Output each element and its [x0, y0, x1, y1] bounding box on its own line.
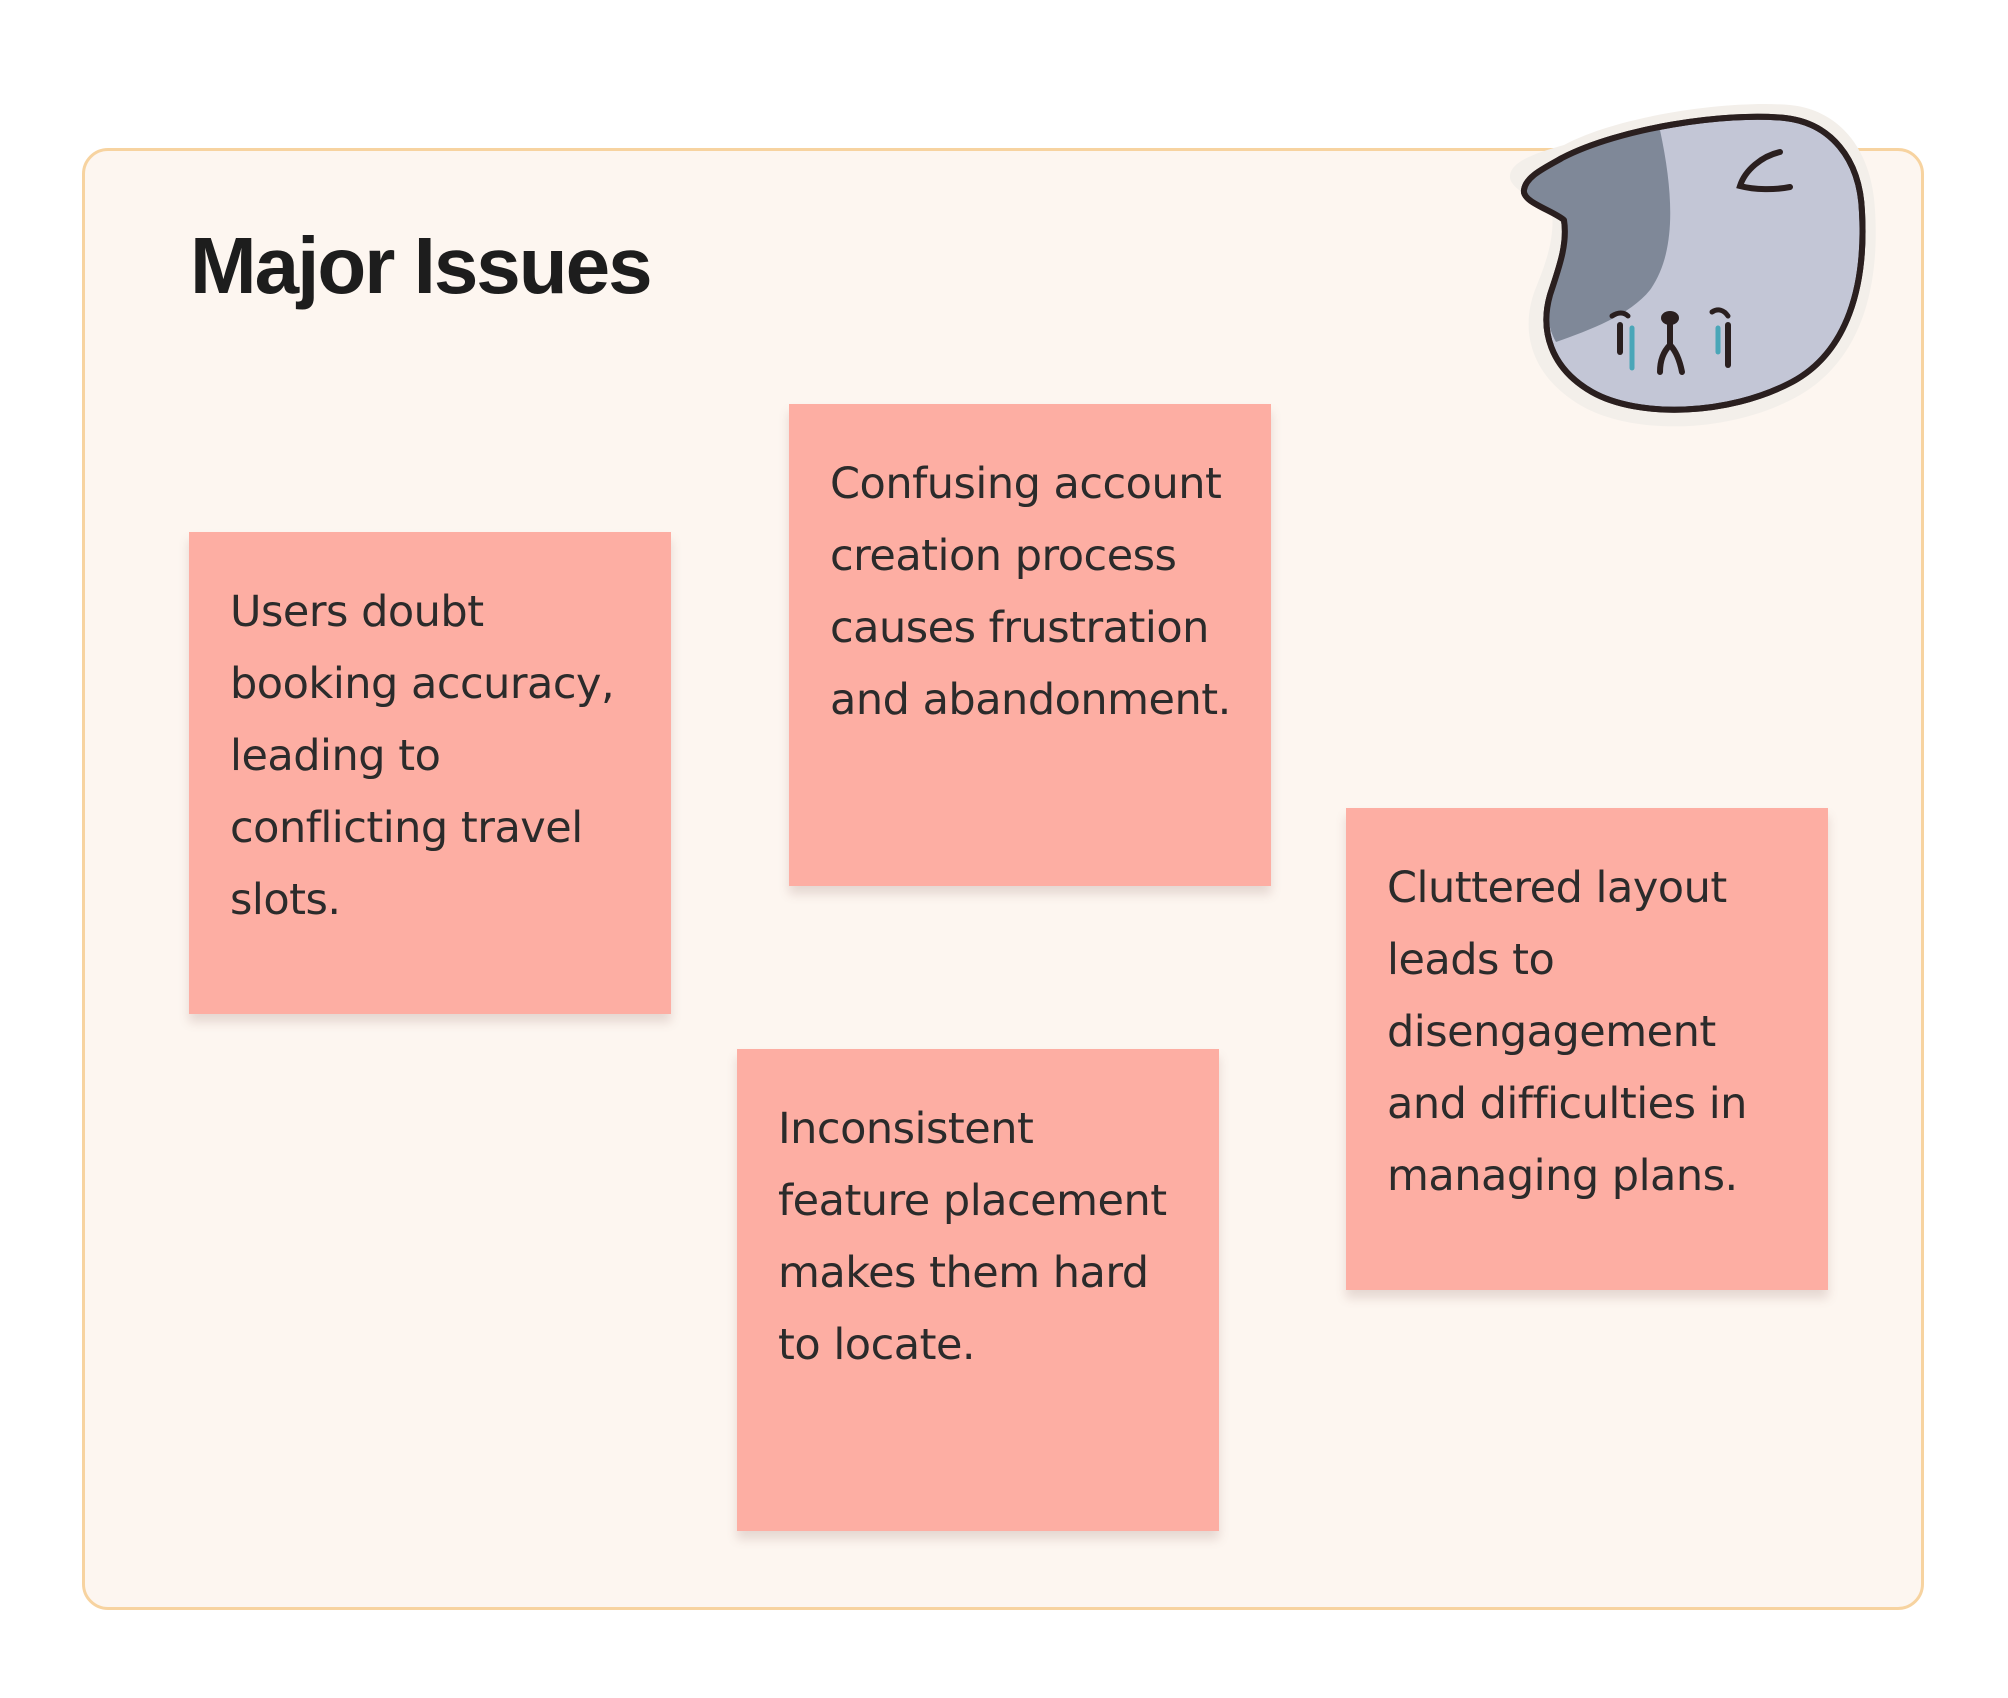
crying-blob-icon [1509, 104, 1876, 427]
sticky-note-text: Inconsistent feature placement makes the… [778, 1104, 1167, 1370]
sticky-note-text: Confusing account creation process cause… [830, 459, 1231, 725]
sticky-note-text: Cluttered layout leads to disengagement … [1387, 863, 1747, 1201]
page-title: Major Issues [190, 221, 653, 310]
sticky-note[interactable]: Confusing account creation process cause… [789, 404, 1271, 886]
sticky-note[interactable]: Users doubt booking accuracy, leading to… [189, 532, 671, 1014]
sticky-note-text: Users doubt booking accuracy, leading to… [230, 587, 615, 925]
sticky-note[interactable]: Inconsistent feature placement makes the… [737, 1049, 1219, 1531]
sticky-note[interactable]: Cluttered layout leads to disengagement … [1346, 808, 1828, 1290]
